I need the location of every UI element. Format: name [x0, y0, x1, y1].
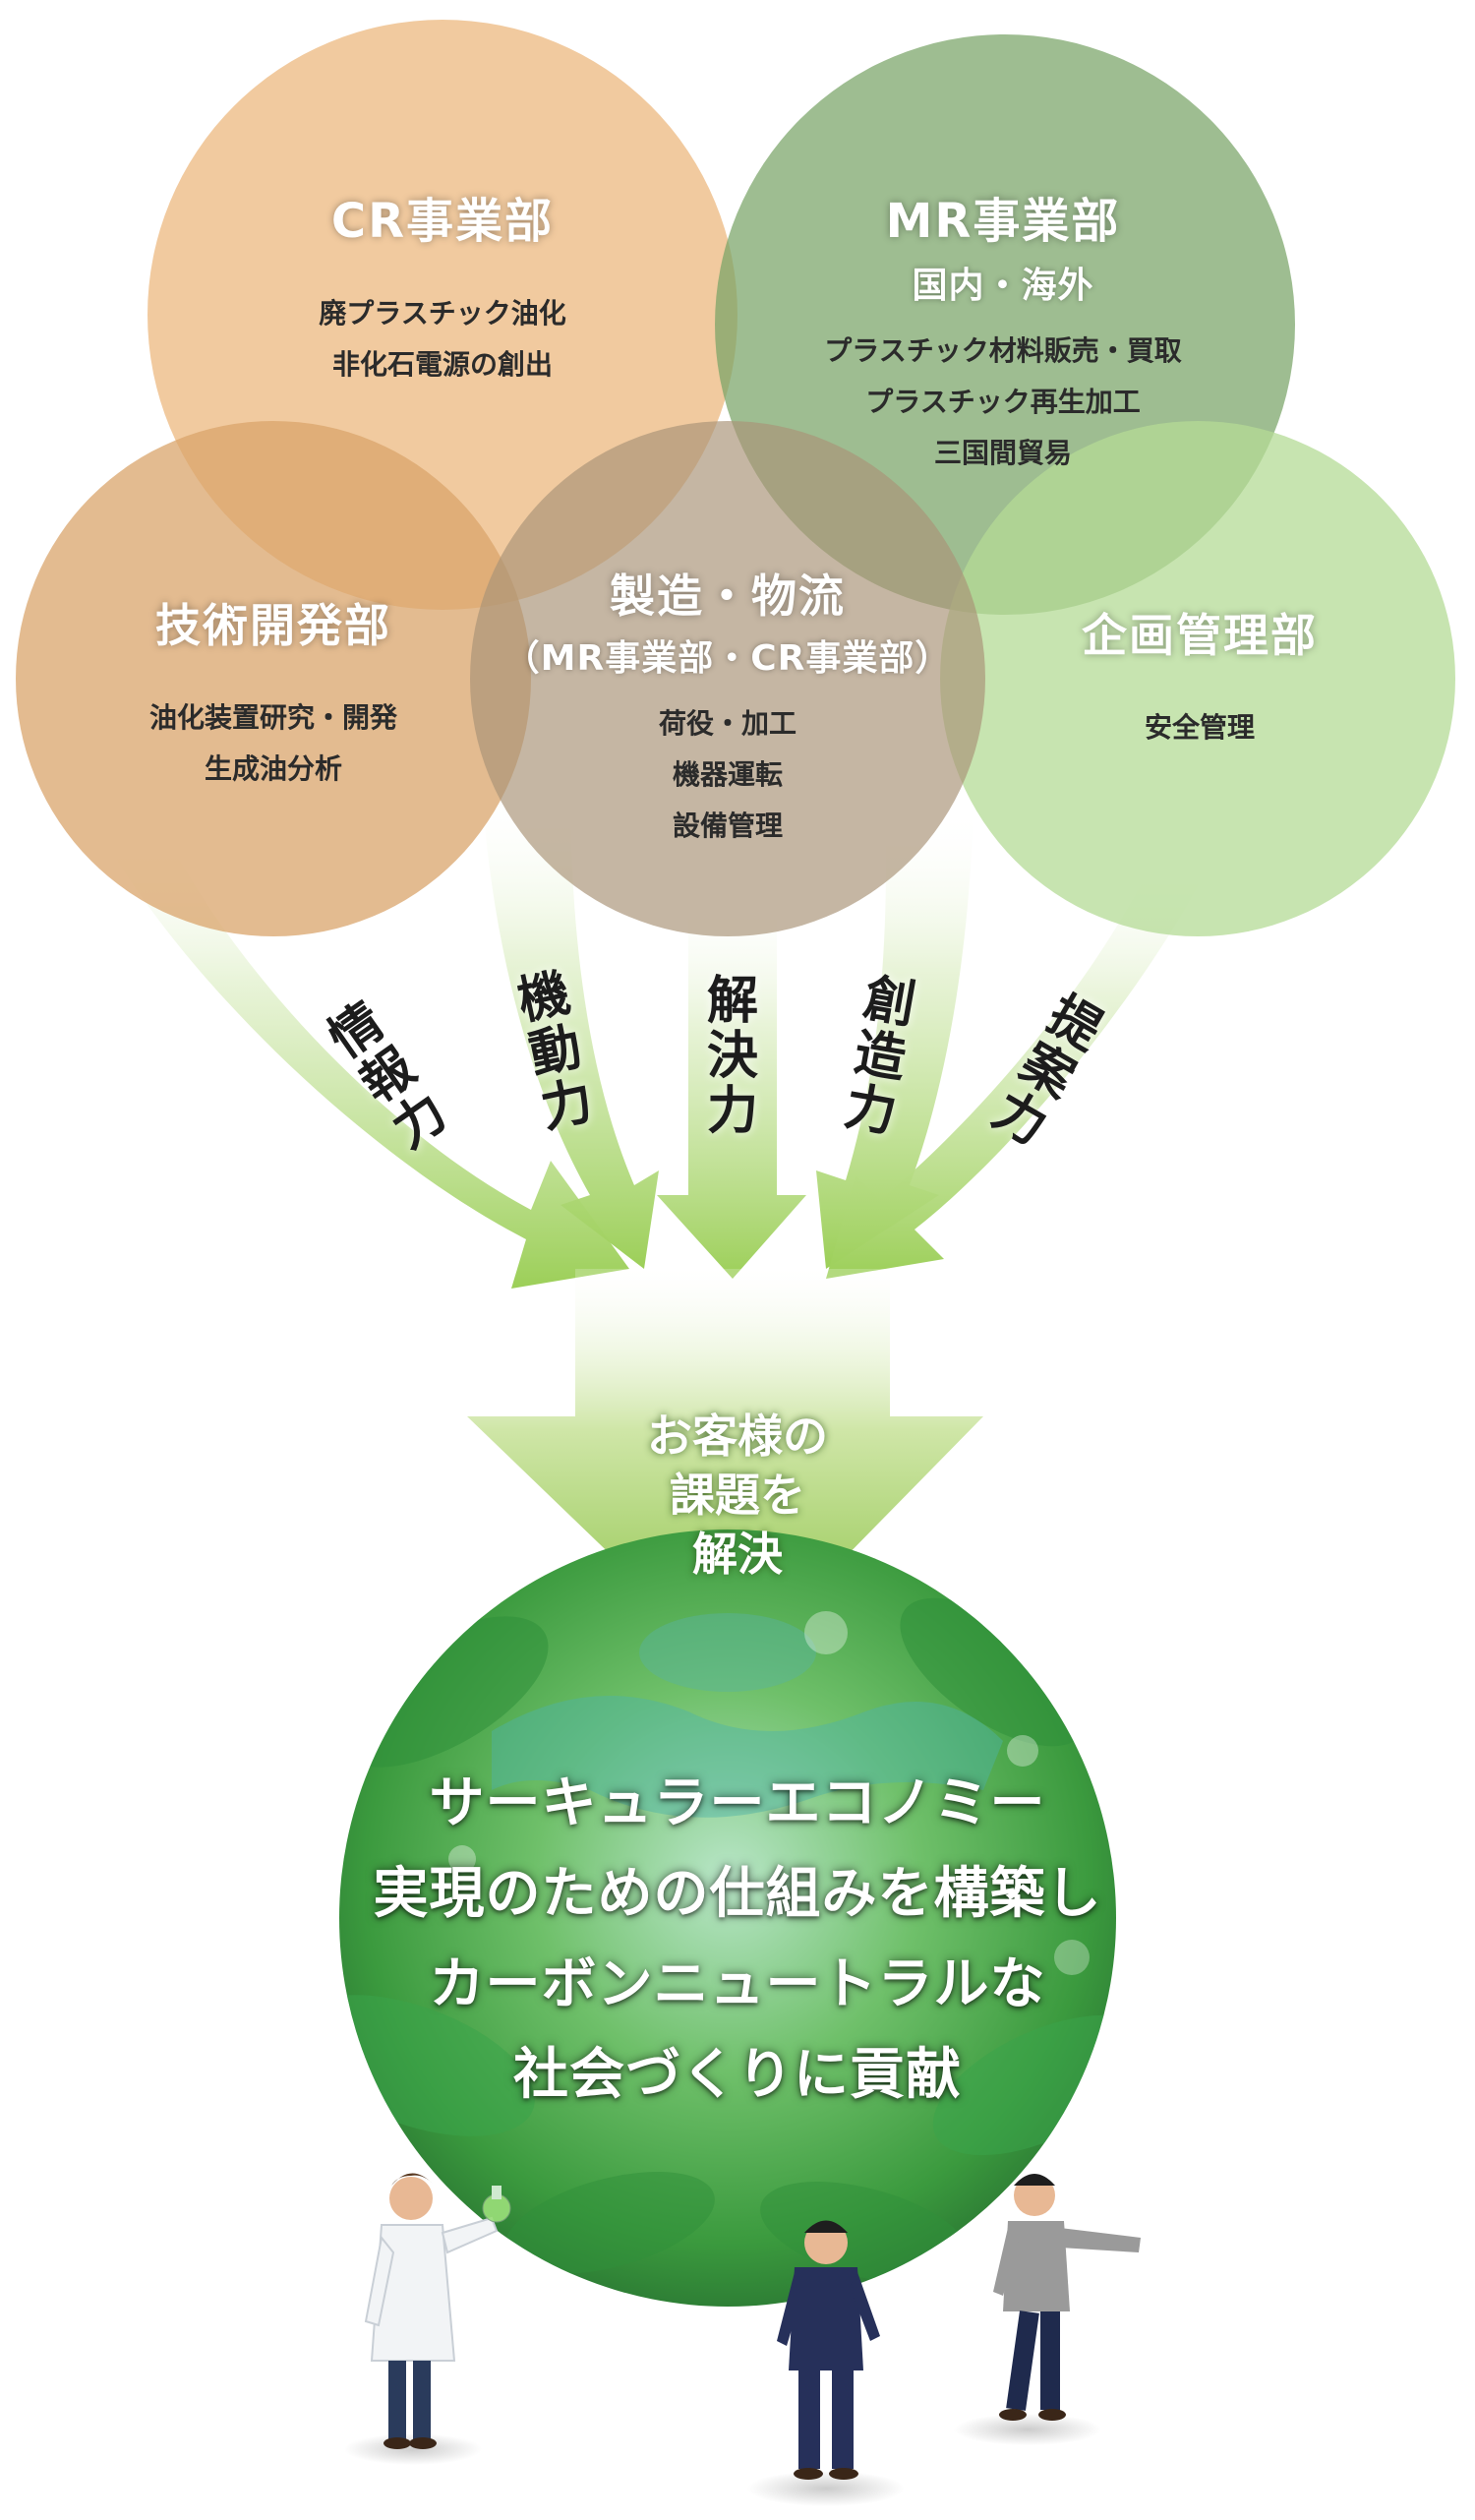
- arrows-group: [108, 787, 1210, 1289]
- circle-mfg: [470, 421, 985, 936]
- tech-item-2: 生成油分析: [204, 752, 342, 785]
- arrow-label-char: 決: [706, 1027, 758, 1087]
- arrow-creativity: [816, 807, 974, 1269]
- center-line-1: お客様の: [647, 1410, 828, 1463]
- tech-department: 技術開発部 油化装置研究・開発 生成油分析: [106, 590, 441, 783]
- arrow-label-char: 力: [840, 1077, 902, 1145]
- arrow-proposal: [826, 846, 1210, 1279]
- mr-item-3: 三国間貿易: [933, 437, 1072, 469]
- globe-line-1: サーキュラーエコノミー: [429, 1771, 1046, 1835]
- globe-line-2: 実現のための仕組みを構築し: [373, 1862, 1102, 1926]
- center-arrow-label: お客様の 課題を 解決: [551, 1407, 924, 1584]
- arrow-label-char: 力: [535, 1071, 599, 1140]
- scientist-figure: [364, 2173, 511, 2449]
- globe: [339, 1530, 1116, 2307]
- arrow-solution: [657, 885, 806, 1279]
- circle-tech: [16, 421, 531, 936]
- worker-figure: [777, 2220, 880, 2480]
- mfg-department: 製造・物流 （MR事業部・CR事業部） 荷役・加工 機器運転 設備管理: [472, 561, 983, 840]
- leaf-decoration: [339, 1597, 1116, 2284]
- plan-title: 企画管理部: [1082, 609, 1318, 662]
- arrow-label-char: 力: [706, 1082, 758, 1142]
- mr-item-2: プラスチック再生加工: [865, 386, 1141, 418]
- mfg-item-3: 設備管理: [672, 810, 783, 842]
- mfg-item-1: 荷役・加工: [658, 707, 796, 740]
- plan-department: 企画管理部 安全管理: [1023, 600, 1377, 742]
- center-line-2: 課題を: [670, 1469, 805, 1522]
- department-circles: [16, 20, 1455, 936]
- cr-department: CR事業部 廃プラスチック油化 非化石電源の創出: [285, 182, 600, 379]
- cr-item-2: 非化石電源の創出: [331, 348, 553, 381]
- cr-item-1: 廃プラスチック油化: [319, 297, 566, 330]
- big-down-arrow: [467, 1269, 983, 1672]
- plan-item-1: 安全管理: [1144, 711, 1255, 744]
- arrow-mobility: [482, 787, 659, 1269]
- arrow-label-solution: 解決力: [698, 972, 767, 1142]
- mfg-item-2: 機器運転: [672, 758, 783, 791]
- globe-line-4: 社会づくりに貢献: [513, 2043, 962, 2107]
- mr-department: MR事業部 国内・海外 プラスチック材料販売・買取 プラスチック再生加工 三国間…: [777, 182, 1229, 467]
- mfg-title: 製造・物流: [610, 570, 846, 623]
- center-line-3: 解決: [692, 1528, 783, 1581]
- mr-item-1: プラスチック材料販売・買取: [824, 334, 1182, 367]
- globe-line-3: カーボンニュートラルな: [429, 1952, 1046, 2016]
- tech-title: 技術開発部: [155, 599, 391, 652]
- cr-title: CR事業部: [330, 194, 555, 249]
- businessman-figure: [993, 2174, 1141, 2421]
- mr-title: MR事業部: [885, 194, 1121, 249]
- mfg-subtitle: （MR事業部・CR事業部）: [503, 638, 952, 679]
- globe-message: サーキュラーエコノミー 実現のための仕組みを構築し カーボンニュートラルな 社会…: [295, 1759, 1180, 2121]
- tech-item-1: 油化装置研究・開発: [148, 701, 397, 734]
- arrow-label-char: 解: [706, 972, 758, 1031]
- circle-plan: [940, 421, 1455, 936]
- mr-subtitle: 国内・海外: [912, 266, 1094, 306]
